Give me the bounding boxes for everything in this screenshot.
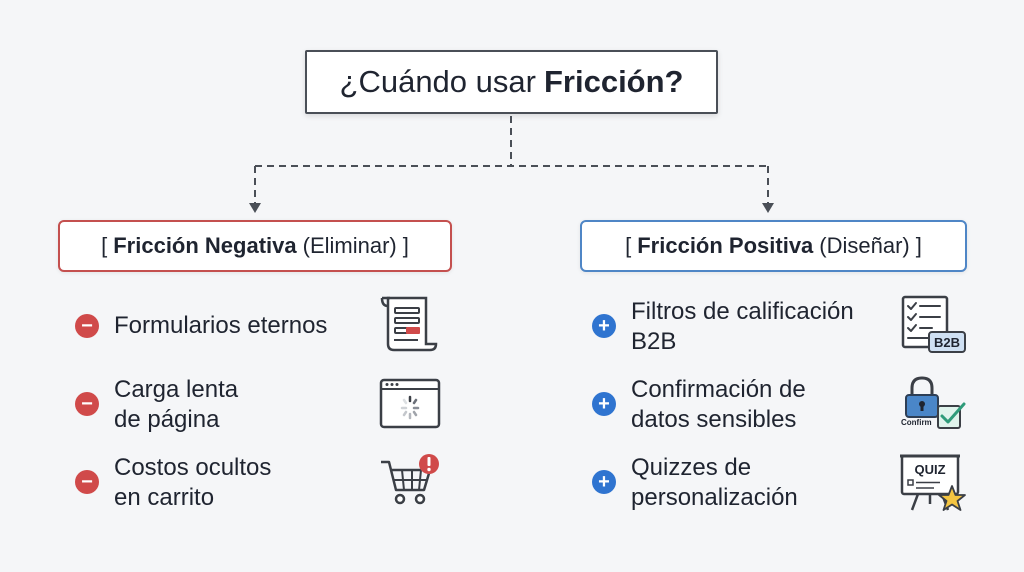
positive-item-3-line-1: Quizzes de <box>631 454 752 481</box>
plus-icon: + <box>592 392 616 416</box>
negative-paren: (Eliminar) <box>302 233 397 258</box>
positive-item-1-text: Filtros de calificación B2B <box>631 297 854 357</box>
positive-open-bracket: [ <box>625 233 632 258</box>
quiz-tag-text: QUIZ <box>914 462 945 477</box>
positive-paren: (Diseñar) <box>819 233 910 258</box>
negative-category-box: [ Fricción Negativa (Eliminar) ] <box>58 220 452 272</box>
arrow-right-icon <box>762 203 774 213</box>
negative-item-2-text: Carga lenta de página <box>114 375 238 435</box>
title-prefix: ¿Cuándo usar <box>339 64 536 99</box>
positive-item-3-line-2: personalización <box>631 484 798 511</box>
negative-item-1-line-1: Formularios eternos <box>114 312 328 339</box>
checklist-b2b-icon: B2B <box>901 295 966 353</box>
negative-close-bracket: ] <box>402 233 409 258</box>
positive-item-2-line-2: datos sensibles <box>631 406 797 433</box>
title-bold: Fricción? <box>543 64 684 99</box>
plus-icon: + <box>592 470 616 494</box>
form-document-icon <box>380 296 438 352</box>
negative-item-3-line-1: Costos ocultos <box>114 454 272 481</box>
positive-close-bracket: ] <box>915 233 922 258</box>
positive-item-1-line-1: Filtros de calificación <box>631 298 854 325</box>
arrow-left-icon <box>249 203 261 213</box>
minus-icon: − <box>75 314 99 338</box>
negative-item-1-text: Formularios eternos <box>114 311 327 341</box>
loading-browser-icon <box>379 378 441 429</box>
quiz-board-icon: QUIZ <box>900 454 966 511</box>
positive-item-2-line-1: Confirmación de <box>631 376 806 403</box>
negative-item-3-text: Costos ocultos en carrito <box>114 453 271 513</box>
positive-item-3-text: Quizzes de personalización <box>631 453 798 513</box>
negative-item-3-line-2: en carrito <box>114 484 215 511</box>
negative-item-2-line-2: de página <box>114 406 220 433</box>
confirm-tag-text: Confirm <box>901 418 932 427</box>
negative-open-bracket: [ <box>101 233 108 258</box>
lock-confirm-icon: Confirm <box>901 376 966 429</box>
positive-label: Fricción Positiva <box>637 233 814 258</box>
minus-icon: − <box>75 392 99 416</box>
negative-item-2-line-1: Carga lenta <box>114 376 239 403</box>
title-box: ¿Cuándo usar Fricción? <box>305 50 718 114</box>
cart-alert-icon <box>381 454 439 505</box>
positive-item-1-line-2: B2B <box>631 328 677 355</box>
positive-item-2-text: Confirmación de datos sensibles <box>631 375 806 435</box>
negative-label: Fricción Negativa <box>113 233 297 258</box>
positive-category-box: [ Fricción Positiva (Diseñar) ] <box>580 220 967 272</box>
minus-icon: − <box>75 470 99 494</box>
b2b-tag-text: B2B <box>934 335 960 350</box>
plus-icon: + <box>592 314 616 338</box>
